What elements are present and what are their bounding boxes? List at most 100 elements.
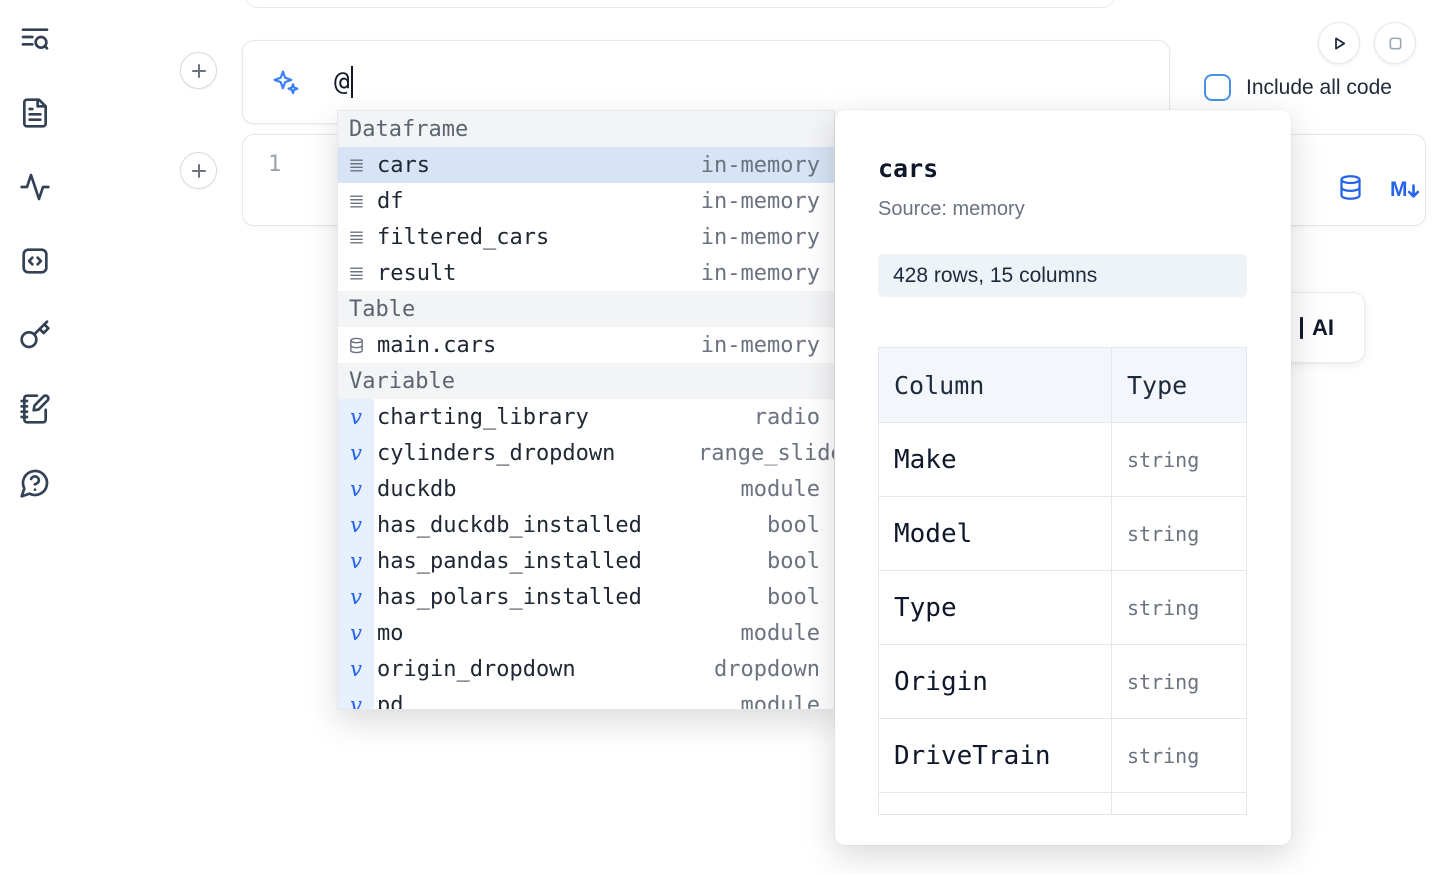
- schema-row: [879, 792, 1246, 814]
- item-type: in-memory: [700, 260, 820, 286]
- item-name: pd: [377, 692, 404, 710]
- schema-column-type: string: [1111, 645, 1246, 718]
- item-type: in-memory: [700, 152, 820, 178]
- prompt-input[interactable]: @: [334, 66, 353, 98]
- item-type: bool: [767, 548, 820, 574]
- item-name: filtered_cars: [377, 224, 550, 250]
- search-list-icon[interactable]: [18, 22, 52, 56]
- ai-button-label: AI: [1312, 314, 1334, 340]
- item-type: in-memory: [700, 224, 820, 250]
- schema-header-column: Column: [894, 370, 985, 400]
- item-name: origin_dropdown: [377, 656, 576, 682]
- variable-icon: v: [338, 543, 374, 579]
- key-icon[interactable]: [18, 318, 52, 352]
- schema-column-name: DriveTrain: [894, 740, 1051, 771]
- autocomplete-section-header: Variable: [338, 363, 834, 399]
- item-type: range_slider: [698, 440, 834, 466]
- variable-icon: v: [338, 579, 374, 615]
- scratchpad-icon[interactable]: [18, 392, 52, 426]
- item-name: cars: [377, 152, 430, 178]
- add-cell-button-top[interactable]: [180, 52, 217, 89]
- item-name: has_pandas_installed: [377, 548, 642, 574]
- ai-sparkle-icon: [270, 67, 301, 98]
- schema-row: Column Type: [879, 348, 1246, 422]
- variable-icon: v: [338, 507, 374, 543]
- schema-column-name: Make: [894, 444, 957, 475]
- item-name: main.cars: [377, 332, 497, 358]
- text-cursor: [350, 66, 353, 98]
- variable-icon: v: [338, 615, 374, 651]
- schema-row: DriveTrain string: [879, 718, 1246, 792]
- dataframe-title: cars: [878, 154, 939, 183]
- schema-column-type: [1111, 793, 1246, 814]
- schema-header-type: Type: [1111, 348, 1246, 422]
- schema-column-name: Type: [894, 592, 957, 623]
- schema-row: Make string: [879, 422, 1246, 496]
- file-document-icon[interactable]: [18, 96, 52, 130]
- run-button[interactable]: [1318, 22, 1360, 64]
- sidebar: [18, 22, 52, 500]
- include-all-code-checkbox[interactable]: [1204, 74, 1231, 101]
- item-type: module: [740, 620, 820, 646]
- item-name: has_polars_installed: [377, 584, 642, 610]
- item-name: charting_library: [377, 404, 589, 430]
- variable-icon: v: [338, 435, 374, 471]
- play-icon: [1334, 37, 1345, 49]
- item-name: df: [377, 188, 404, 214]
- item-type: dropdown: [714, 656, 820, 682]
- line-number: 1: [268, 152, 282, 177]
- schema-column-type: string: [1111, 571, 1246, 644]
- schema-column-type: string: [1111, 719, 1246, 792]
- prompt-value: @: [334, 67, 350, 97]
- autocomplete-item[interactable]: cars in-memory: [338, 147, 834, 183]
- dataframe-icon: [338, 255, 374, 291]
- include-all-code-option[interactable]: Include all code: [1204, 74, 1392, 101]
- stop-button[interactable]: [1374, 22, 1416, 64]
- autocomplete-item[interactable]: filtered_cars in-memory: [338, 219, 834, 255]
- variable-icon: v: [338, 399, 374, 435]
- dataframe-icon: [338, 183, 374, 219]
- code-snippets-icon[interactable]: [18, 244, 52, 278]
- markdown-icon[interactable]: M: [1390, 178, 1420, 202]
- schema-row: Type string: [879, 570, 1246, 644]
- autocomplete-item[interactable]: df in-memory: [338, 183, 834, 219]
- item-name: duckdb: [377, 476, 457, 502]
- activity-icon[interactable]: [18, 170, 52, 204]
- dataframe-icon: [338, 219, 374, 255]
- stop-icon: [1389, 37, 1401, 49]
- item-name: mo: [377, 620, 404, 646]
- schema-column-name: Model: [894, 518, 973, 549]
- plus-icon: [191, 63, 206, 78]
- add-cell-button-bottom[interactable]: [180, 152, 217, 189]
- variable-icon: v: [338, 651, 374, 687]
- item-type: radio: [753, 404, 820, 430]
- schema-column-name: Origin: [894, 666, 988, 697]
- autocomplete-section-header: Table: [338, 291, 834, 327]
- item-name: cylinders_dropdown: [377, 440, 616, 466]
- item-type: in-memory: [700, 188, 820, 214]
- table-icon: [338, 327, 374, 363]
- help-chat-icon[interactable]: [18, 466, 52, 500]
- ai-button-icon: [1300, 316, 1303, 339]
- schema-column-name: [879, 793, 1111, 814]
- database-icon[interactable]: [1337, 174, 1364, 201]
- item-name: has_duckdb_installed: [377, 512, 642, 538]
- dataframe-source: Source: memory: [878, 198, 1025, 220]
- schema-column-type: string: [1111, 423, 1246, 496]
- autocomplete-section-header: Dataframe: [338, 111, 834, 147]
- include-all-code-label: Include all code: [1246, 75, 1392, 99]
